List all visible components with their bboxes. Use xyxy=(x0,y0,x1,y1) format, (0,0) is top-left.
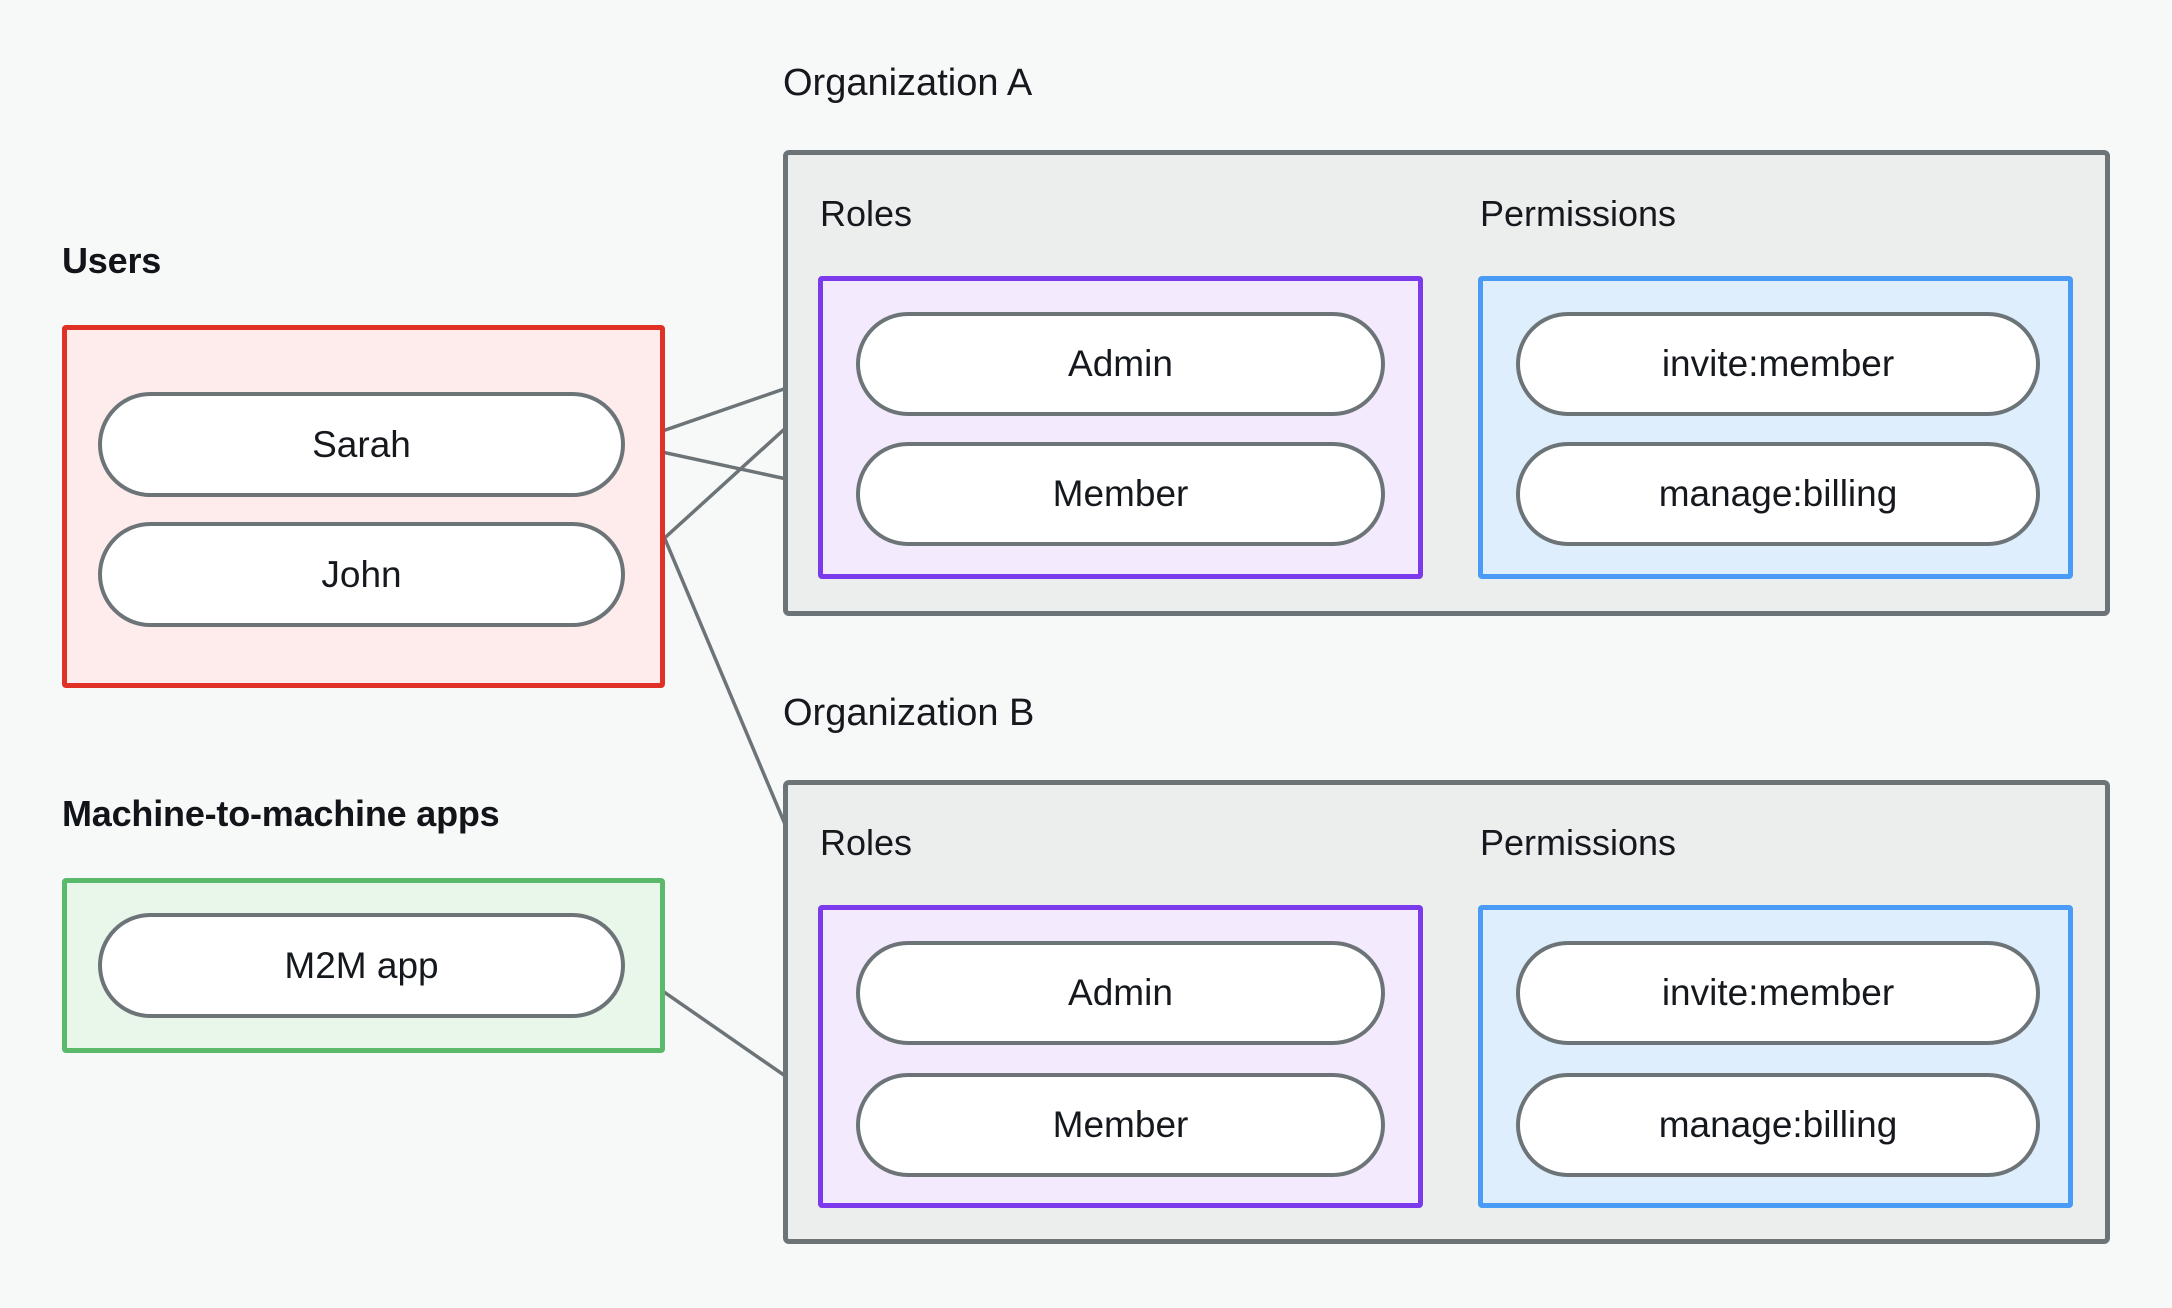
org-a-roles-label: Roles xyxy=(820,193,913,234)
org-b-permission-invite-member[interactable]: invite:member xyxy=(1516,941,2040,1045)
machine-apps-section-label: Machine-to-machine apps xyxy=(62,793,500,834)
user-node-sarah[interactable]: Sarah xyxy=(98,392,625,497)
org-a-label: Organization A xyxy=(783,62,1033,104)
org-b-role-member[interactable]: Member xyxy=(856,1073,1385,1177)
user-node-john[interactable]: John xyxy=(98,522,625,627)
org-b-roles-label: Roles xyxy=(820,822,913,863)
org-b-permission-manage-billing[interactable]: manage:billing xyxy=(1516,1073,2040,1177)
org-a-permissions-label: Permissions xyxy=(1480,193,1677,234)
users-section-label: Users xyxy=(62,240,162,281)
org-a-role-admin[interactable]: Admin xyxy=(856,312,1385,416)
org-a-permission-manage-billing[interactable]: manage:billing xyxy=(1516,442,2040,546)
org-a-permission-invite-member[interactable]: invite:member xyxy=(1516,312,2040,416)
org-a-role-member[interactable]: Member xyxy=(856,442,1385,546)
m2m-node-app[interactable]: M2M app xyxy=(98,913,625,1018)
org-b-label: Organization B xyxy=(783,692,1035,734)
org-b-permissions-label: Permissions xyxy=(1480,822,1677,863)
org-b-role-admin[interactable]: Admin xyxy=(856,941,1385,1045)
users-group-box xyxy=(62,325,665,688)
